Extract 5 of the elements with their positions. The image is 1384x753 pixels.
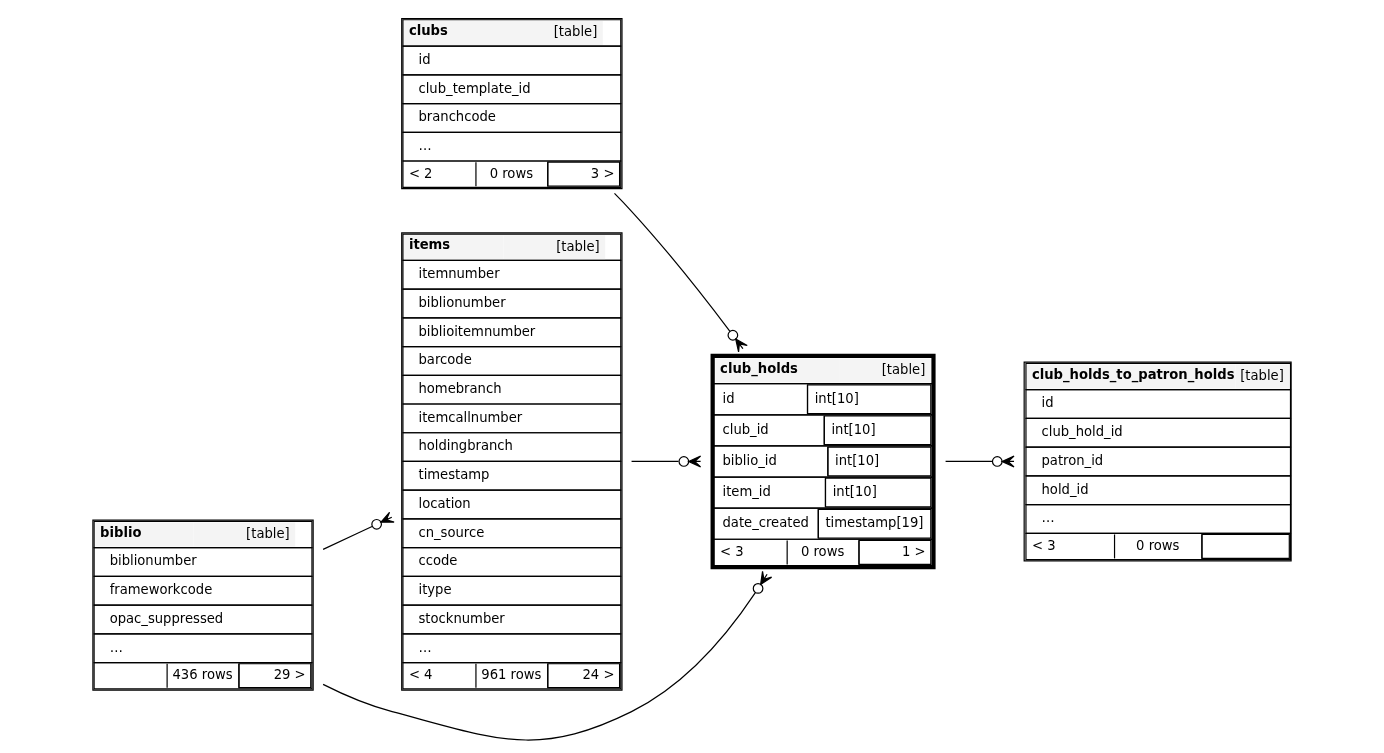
connector xyxy=(322,511,395,550)
connector xyxy=(322,570,773,741)
connector xyxy=(630,454,702,467)
connector xyxy=(945,454,1015,467)
connector xyxy=(613,192,748,353)
